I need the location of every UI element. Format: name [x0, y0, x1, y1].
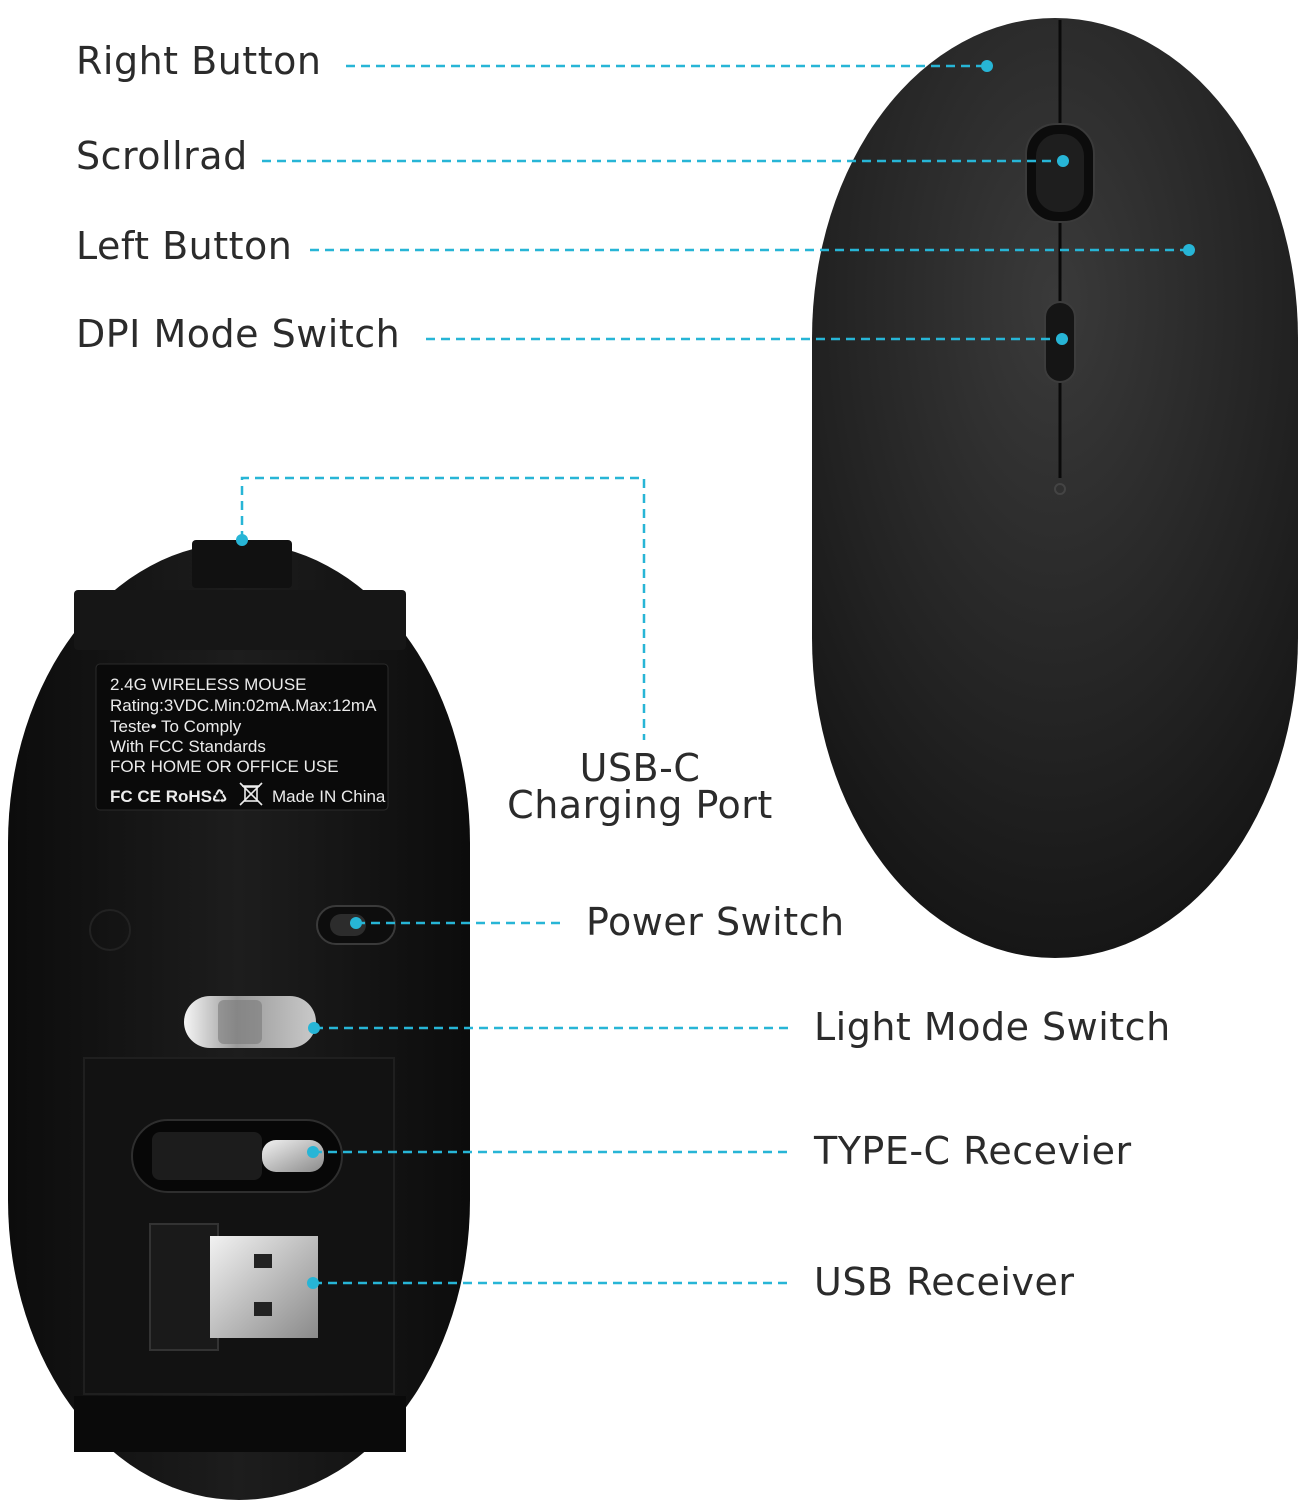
sticker-cert-marks: FC CE RoHS♺ — [110, 787, 227, 806]
callout-labels: Right Button Scrollrad Left Button DPI M… — [76, 39, 1171, 1304]
receiver-compartment — [83, 1057, 395, 1395]
marker-scroll-wheel — [1057, 155, 1069, 167]
marker-usb-receiver — [307, 1277, 319, 1289]
label-left-button: Left Button — [76, 224, 292, 268]
indicator-led — [1054, 483, 1066, 495]
bottom-ridge — [74, 1396, 406, 1452]
typec-receiver-body[interactable] — [152, 1132, 262, 1180]
usb-receiver-body[interactable] — [149, 1223, 219, 1351]
label-typec-receiver: TYPE-C Recevier — [813, 1129, 1132, 1173]
top-ridge — [74, 590, 406, 650]
sticker-line-2: Rating:3VDC.Min:02mA.Max:12mA — [110, 696, 377, 715]
marker-typec-receiver — [307, 1146, 319, 1158]
label-usbc-port-line1: USB-C — [580, 746, 701, 790]
light-switch-slider — [218, 1000, 262, 1044]
scroll-wheel-inner — [1036, 134, 1084, 212]
label-scroll-wheel: Scrollrad — [76, 134, 248, 178]
usb-receiver-plug — [210, 1236, 318, 1338]
sticker-origin: Made IN China — [272, 787, 386, 806]
marker-dpi-switch — [1056, 333, 1068, 345]
sticker-line-5: FOR HOME OR OFFICE USE — [110, 757, 339, 776]
usb-contact-1 — [254, 1254, 272, 1268]
usbc-port[interactable] — [192, 540, 292, 588]
label-usb-receiver: USB Receiver — [814, 1260, 1074, 1304]
leader-usbc-port — [240, 476, 646, 740]
label-power-switch: Power Switch — [586, 900, 845, 944]
sticker-line-1: 2.4G WIRELESS MOUSE — [110, 675, 307, 694]
sticker-line-4: With FCC Standards — [110, 737, 266, 756]
logo-emboss — [89, 909, 131, 951]
usb-contact-2 — [254, 1302, 272, 1316]
spec-sticker — [95, 663, 389, 811]
leader-lines — [236, 60, 1195, 1289]
marker-light-switch — [308, 1022, 320, 1034]
sticker-line-3: Teste• To Comply — [110, 717, 242, 736]
label-right-button: Right Button — [76, 39, 321, 83]
label-light-switch: Light Mode Switch — [814, 1005, 1171, 1049]
marker-right-button — [981, 60, 993, 72]
mouse-bottom-view: 2.4G WIRELESS MOUSE Rating:3VDC.Min:02mA… — [8, 540, 470, 1500]
crossed-bin-icon — [239, 782, 263, 806]
mouse-top-view — [812, 18, 1298, 958]
label-dpi-switch: DPI Mode Switch — [76, 312, 400, 356]
marker-usbc-port — [236, 534, 248, 546]
typec-receiver-plug — [262, 1140, 324, 1172]
label-usbc-port-line2: Charging Port — [507, 783, 773, 827]
marker-power-switch — [350, 917, 362, 929]
marker-left-button — [1183, 244, 1195, 256]
